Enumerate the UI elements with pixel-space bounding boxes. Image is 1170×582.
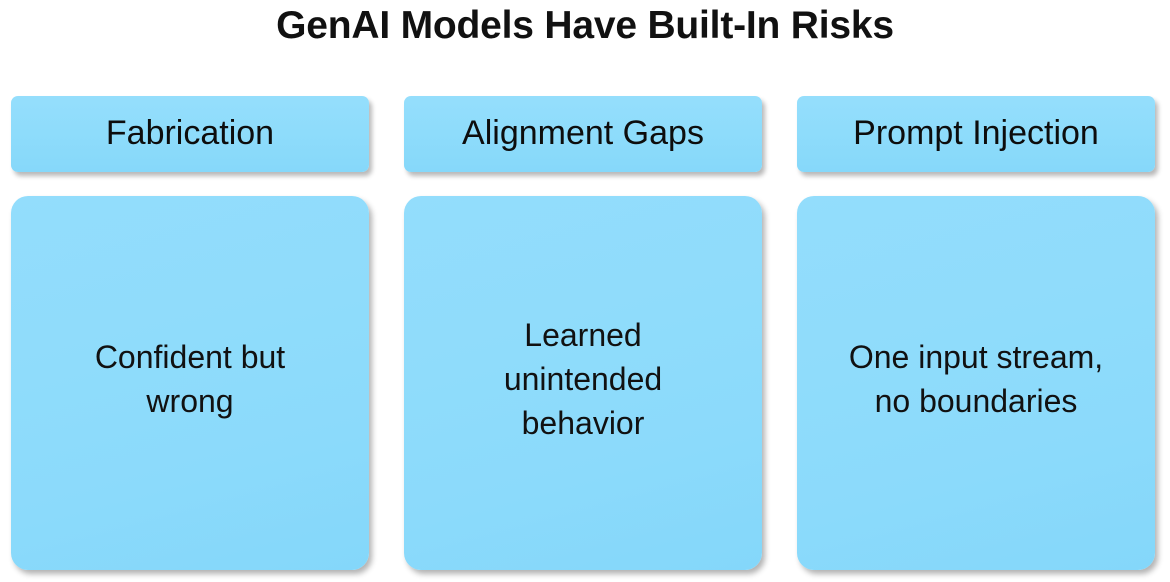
risk-body-line: wrong [146,383,234,419]
risk-header-label-2: Prompt Injection [853,114,1099,153]
risk-column-prompt-injection: Prompt Injection One input stream, no bo… [797,96,1155,570]
risk-body-card-0[interactable]: Confident but wrong [11,196,369,570]
risk-body-line: unintended [503,361,663,397]
risk-body-text-2: One input stream, no boundaries [819,335,1133,423]
risk-body-card-1[interactable]: Learned unintended behavior [404,196,762,570]
risk-column-fabrication: Fabrication Confident but wrong [11,96,369,570]
page-title: GenAI Models Have Built-In Risks [276,4,894,47]
risk-header-chip-1[interactable]: Alignment Gaps [404,96,762,172]
risk-body-text-0: Confident but wrong [33,335,347,423]
risk-body-text-1: Learned unintended behavior [426,313,740,445]
risk-body-line: Confident but [94,339,286,375]
risk-body-line: Learned [524,317,642,353]
risk-header-chip-0[interactable]: Fabrication [11,96,369,172]
risk-header-label-1: Alignment Gaps [462,114,704,153]
risk-body-line: One input stream, [848,339,1104,375]
risk-body-line: behavior [521,405,645,441]
risk-body-line: no boundaries [874,383,1078,419]
risk-header-chip-2[interactable]: Prompt Injection [797,96,1155,172]
risk-body-card-2[interactable]: One input stream, no boundaries [797,196,1155,570]
risk-header-label-0: Fabrication [105,114,275,153]
risk-column-alignment-gaps: Alignment Gaps Learned unintended behavi… [404,96,762,570]
